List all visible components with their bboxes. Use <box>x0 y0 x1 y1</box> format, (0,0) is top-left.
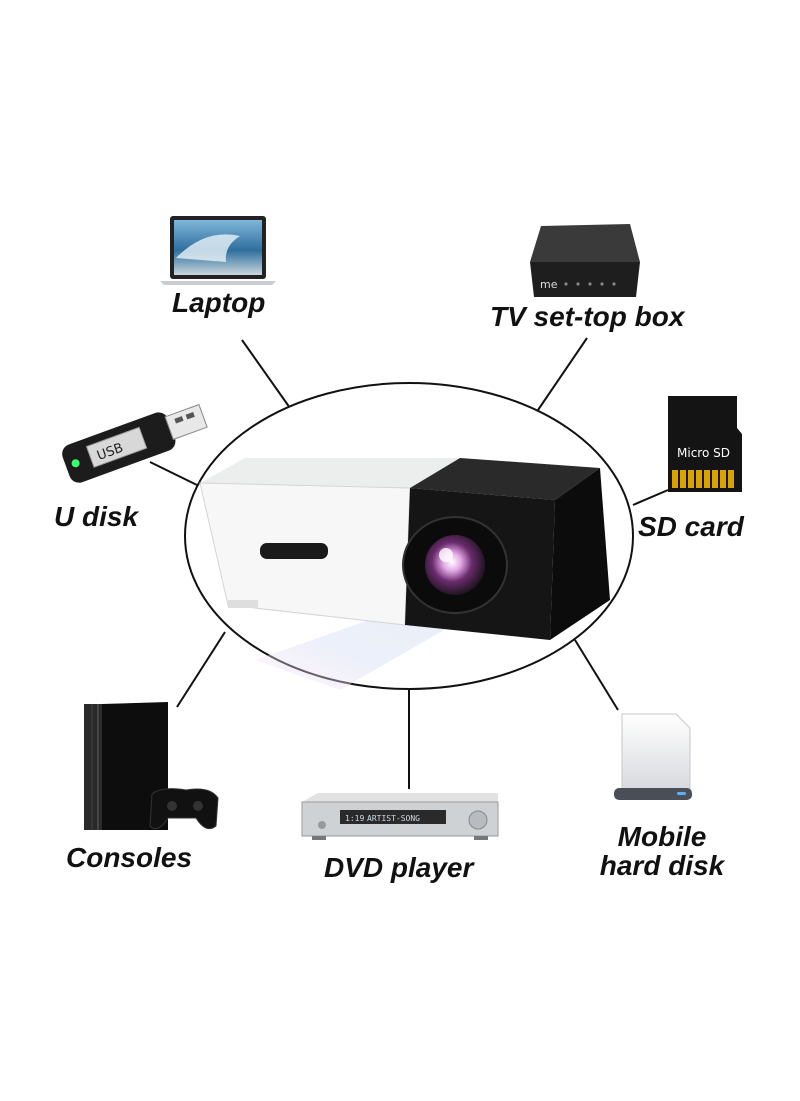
label-tv-box: TV set-top box <box>490 301 685 332</box>
u-disk-image: USB <box>62 403 208 483</box>
projector-white-body <box>200 458 460 488</box>
connector-hard-disk <box>574 639 619 711</box>
projector-image <box>199 458 610 690</box>
label-laptop: Laptop <box>172 287 266 318</box>
label-mobile-hard-disk: Mobile hard disk <box>596 822 728 881</box>
projector-vent <box>260 543 328 559</box>
label-hard-disk-line1: Mobile <box>617 821 707 852</box>
sd-card-text: Micro SD <box>677 446 730 460</box>
tv-box-brand: me <box>540 278 558 291</box>
sd-card-image: Micro SD <box>668 396 742 492</box>
projector-black-body <box>410 458 600 500</box>
tv-box-image: me <box>530 224 640 297</box>
label-u-disk: U disk <box>54 501 139 532</box>
label-dvd-player: DVD player <box>324 852 474 883</box>
sd-card-contacts <box>672 470 734 488</box>
connector-sd-card <box>632 489 669 506</box>
dvd-player-image: 1:19 ARTIST-SONG <box>301 793 499 840</box>
dvd-track-text: 1:19 <box>345 814 364 823</box>
connector-consoles <box>176 631 226 708</box>
connector-tv-box <box>537 337 588 411</box>
label-sd-card: SD card <box>638 511 744 542</box>
projector-lens <box>425 535 485 595</box>
connector-lines <box>149 337 669 789</box>
hard-disk-image <box>614 713 692 800</box>
consoles-image <box>84 702 219 830</box>
laptop-image <box>160 216 276 285</box>
connector-u-disk <box>149 461 198 486</box>
dvd-display <box>340 810 446 824</box>
laptop-base <box>160 281 276 285</box>
label-consoles: Consoles <box>66 842 193 873</box>
label-hard-disk-line2: hard disk <box>599 850 725 882</box>
connector-laptop <box>241 339 291 409</box>
controller-icon <box>149 788 219 830</box>
dvd-display-text: ARTIST-SONG <box>367 814 420 823</box>
